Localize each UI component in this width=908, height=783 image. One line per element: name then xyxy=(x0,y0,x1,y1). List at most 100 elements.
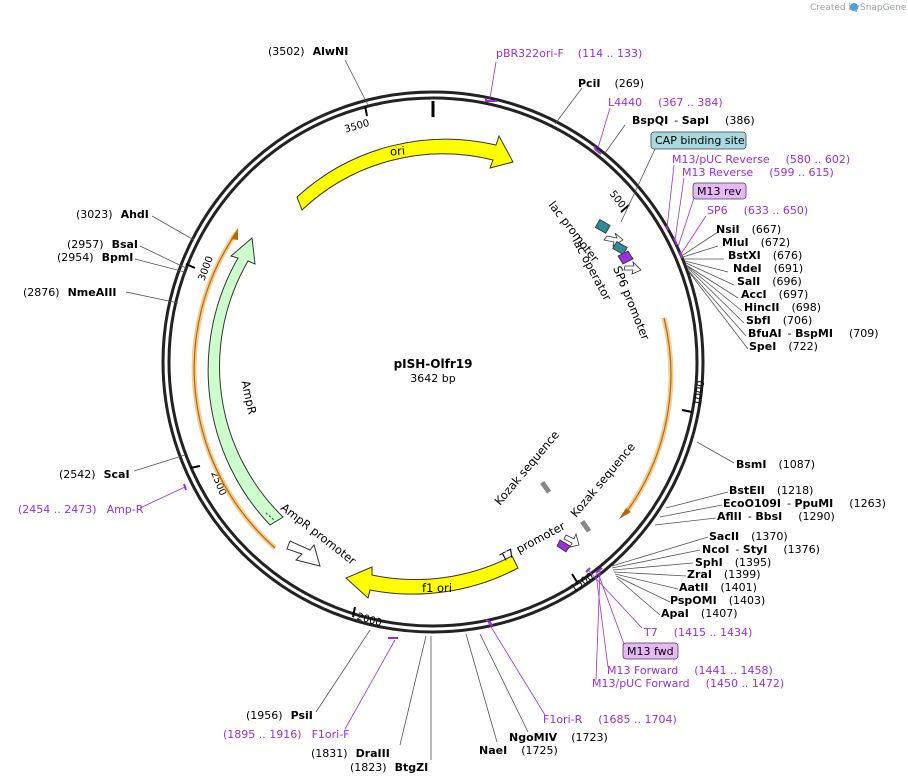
leader-pspomi xyxy=(615,575,671,603)
t7-promoter-arrow xyxy=(563,532,580,548)
ampr-promoter-arrow xyxy=(286,540,321,567)
site-eco0109i-ppumi: EcoO109I- PpuMI(1263) xyxy=(723,497,886,510)
leader-m13-rev-box xyxy=(677,197,695,248)
leader-m13-fwd-box xyxy=(597,572,625,645)
primer-mark-f1ori-r xyxy=(485,619,493,627)
tick-label-3500: 3500 xyxy=(343,118,370,136)
snapgene-logo-icon xyxy=(850,3,858,11)
kozak-marker-2 xyxy=(580,519,592,533)
ori-arrow xyxy=(296,134,514,211)
leader-bpmi xyxy=(134,258,186,273)
site-draiii: (1831)DraIII xyxy=(311,747,390,760)
leader-mlui xyxy=(682,245,719,258)
cap-site-marker xyxy=(594,218,611,234)
site-nmeaiii: (2876)NmeAIII xyxy=(23,286,117,299)
m13-fwd-box xyxy=(622,642,679,660)
leader-acci xyxy=(685,264,739,299)
leader-sp6 xyxy=(680,215,707,255)
backbone xyxy=(161,90,705,634)
snapgene-watermark: Created by SnapGene xyxy=(810,3,907,13)
leader-m13-puc-rev xyxy=(666,164,675,229)
leader-sali xyxy=(685,262,735,286)
sp6-promoter-label: SP6 promoter xyxy=(610,264,653,342)
primer-mark-m13-rev xyxy=(673,237,678,246)
site-scai: (2542)ScaI xyxy=(59,468,130,481)
kozak-marker-1 xyxy=(540,480,552,494)
leader-sacii xyxy=(611,536,709,567)
site-acci: AccI(697) xyxy=(741,288,808,301)
site-bfuai-bspmi: BfuAI- BspMI(709) xyxy=(748,327,879,340)
leader-pcii xyxy=(554,87,583,125)
watermark-created-by: Created by xyxy=(810,3,860,13)
primer-amp-r: (2454 .. 2473)Amp-R xyxy=(18,503,144,516)
leader-nsii xyxy=(682,231,719,256)
primer-f1ori-r: F1ori-R(1685 .. 1704) xyxy=(543,713,677,726)
t7-primer-marker xyxy=(556,539,571,553)
primer-f1ori-f: (1895 .. 1916)F1ori-F xyxy=(223,728,350,741)
leader-psii xyxy=(315,629,371,713)
leader-bsmi xyxy=(696,441,735,464)
watermark-brand: SnapGene xyxy=(860,3,907,13)
tick-1000 xyxy=(681,409,693,413)
site-nsii: NsiI(667) xyxy=(716,223,781,236)
leader-sbfi xyxy=(687,267,745,324)
orf-insert-arrowhead xyxy=(619,508,631,519)
leader-amp-r xyxy=(139,486,186,509)
site-alwni: (3502)AlwNI xyxy=(268,45,348,58)
orf-ampr-arrowhead xyxy=(231,228,238,240)
primer-m13-reverse: M13 Reverse(599 .. 615) xyxy=(682,166,834,179)
tick-label-2000: 2000 xyxy=(355,611,382,629)
leader-m13-rev xyxy=(674,177,685,241)
site-labels-left: (3502)AlwNI (3023)AhdI (2957)BsaI (2954)… xyxy=(23,45,608,774)
feature-lac-cluster: lac promoter lac operator SP6 promoter xyxy=(546,198,653,342)
tick-3000 xyxy=(185,263,196,269)
leader-ahdi xyxy=(151,215,195,241)
primer-m13-puc-reverse: M13/pUC Reverse(580 .. 602) xyxy=(672,153,850,166)
tick-2500 xyxy=(189,465,201,469)
leader-hincii xyxy=(686,265,743,312)
m13-rev-box xyxy=(692,182,747,200)
site-sacii: SacII(1370) xyxy=(709,530,788,543)
leader-eco0109i xyxy=(659,504,723,518)
leader-draiii xyxy=(399,635,427,746)
cap-binding-site-box xyxy=(650,131,747,150)
site-pcii: PciI(269) xyxy=(578,77,644,90)
tick-500 xyxy=(620,204,630,213)
site-bspqi-sapi: BspQI- SapI(386) xyxy=(632,114,755,127)
primer-mark-m13-fwd xyxy=(595,567,603,574)
backbone-inner-ring xyxy=(167,96,699,628)
leader-m13-puc-forward xyxy=(595,570,601,681)
ampr-promoter-label: AmpR promoter xyxy=(278,500,359,567)
site-sphi: SphI(1395) xyxy=(695,556,771,569)
site-hincii: HincII(698) xyxy=(744,301,821,314)
orf-arcs xyxy=(191,228,674,550)
boxed-labels: CAP binding site M13 rev M13 fwd xyxy=(597,131,747,660)
t7-promoter-label: T7 promoter xyxy=(497,519,568,565)
primer-pbr322ori-f: pBR322ori-F(114 .. 133) xyxy=(496,47,642,60)
leader-f1ori-f xyxy=(344,639,396,730)
site-labels-right: PciI(269) BspQI- SapI(386) NsiI(667) Mlu… xyxy=(578,77,886,620)
site-bstxi: BstXI(676) xyxy=(728,249,802,262)
tick-label-500: 500 xyxy=(607,189,627,211)
plasmid-name: pISH-Olfr19 xyxy=(394,357,473,371)
leader-ngomiv xyxy=(479,633,529,733)
leader-cap-site xyxy=(620,148,656,223)
site-zrai: ZraI(1399) xyxy=(687,568,761,581)
f1-ori-label: f1 ori xyxy=(422,581,452,595)
sites-right xyxy=(554,87,749,616)
primer-leaders xyxy=(139,61,707,730)
leader-bsai xyxy=(139,245,187,269)
leader-bfuai xyxy=(687,269,747,337)
ori-label: ori xyxy=(389,143,405,158)
site-naei: NaeI(1725) xyxy=(479,744,558,757)
leader-aatii xyxy=(614,573,679,590)
backbone-outer-ring xyxy=(161,90,705,634)
leader-bsteii xyxy=(665,491,729,509)
leader-sphi xyxy=(612,562,694,571)
primer-m13-puc-forward: M13/pUC Forward(1450 .. 1472) xyxy=(592,677,784,690)
primer-mark-l4440 xyxy=(593,145,602,155)
primer-labels: pBR322ori-F(114 .. 133) L4440(367 .. 384… xyxy=(18,47,850,741)
site-bsmi: BsmI(1087) xyxy=(736,458,815,471)
site-apai: ApaI(1407) xyxy=(661,607,737,620)
